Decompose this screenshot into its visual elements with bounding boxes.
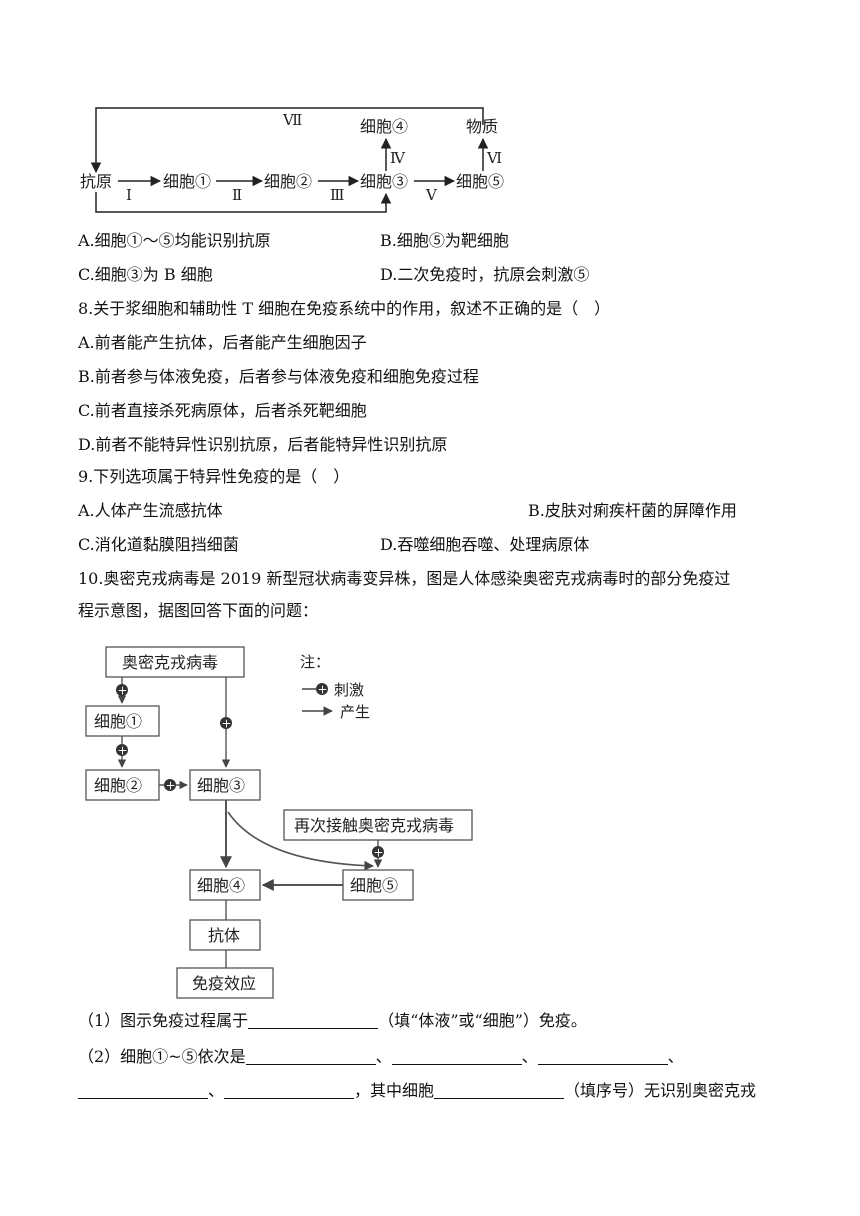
node-cell1: 细胞①: [163, 172, 211, 191]
node-cell3: 细胞③: [360, 172, 408, 191]
q10-stem-line2: 程示意图，据图回答下面的问题：: [78, 601, 319, 620]
box-effect: 免疫效应: [192, 974, 256, 993]
box-cell2: 细胞②: [94, 776, 142, 795]
answer-blank-7[interactable]: [434, 1082, 565, 1099]
q10-stem-line1: 10.奥密克戎病毒是 2019 新型冠状病毒变异株，图是人体感染奥密克戎病毒时的…: [78, 569, 731, 588]
q7-option-c: C.细胞③为 B 细胞: [78, 265, 213, 284]
label-r4: Ⅳ: [390, 149, 406, 167]
label-r1: Ⅰ: [126, 186, 132, 204]
legend-stimulate-icon: [316, 683, 328, 695]
sub2-line2: 、 ，其中细胞 （填序号）无识别奥密克戎: [78, 1081, 756, 1101]
answer-blank-3[interactable]: [391, 1048, 522, 1065]
svg-text:+: +: [374, 846, 384, 860]
svg-text:+: +: [118, 744, 128, 758]
immune-flow-diagram: 抗原 细胞① 细胞② 细胞③ 细胞⑤ 细胞④ 物质 Ⅰ Ⅱ Ⅲ Ⅳ Ⅴ Ⅵ Ⅶ: [80, 107, 504, 213]
q7-option-b: B.细胞⑤为靶细胞: [380, 231, 509, 250]
q9-option-d: D.吞噬细胞吞噬、处理病原体: [380, 535, 590, 554]
box-cell4: 细胞④: [197, 876, 245, 895]
sub2-suffix: （填序号）无识别奥密克戎: [564, 1081, 757, 1100]
sub2-sep: 、: [208, 1081, 225, 1100]
svg-text:+: +: [166, 779, 176, 793]
q9-option-a: A.人体产生流感抗体: [78, 501, 223, 520]
answer-blank-2[interactable]: [245, 1048, 376, 1065]
legend-produce: 产生: [340, 703, 370, 721]
q9-option-c: C.消化道黏膜阻挡细菌: [78, 535, 239, 554]
answer-blank-6[interactable]: [224, 1082, 355, 1099]
sub2-prefix: （2）细胞①~⑤依次是: [78, 1047, 246, 1066]
svg-text:+: +: [118, 684, 128, 698]
sub1-prefix: （1）图示免疫过程属于: [78, 1011, 249, 1030]
node-cell5: 细胞⑤: [456, 172, 504, 191]
box-virus: 奥密克戎病毒: [122, 653, 218, 672]
sub2-sep: 、: [521, 1047, 538, 1066]
label-r3: Ⅲ: [330, 186, 344, 204]
legend-stimulate: 刺激: [334, 681, 364, 699]
label-r2: Ⅱ: [232, 186, 242, 204]
svg-text:+: +: [222, 717, 232, 731]
sub1: （1）图示免疫过程属于 （填“体液”或“细胞”）免疫。: [78, 1011, 587, 1031]
q9-stem: 9.下列选项属于特异性免疫的是（ ）: [78, 467, 350, 486]
node-cell2: 细胞②: [264, 172, 312, 191]
q8-option-a: A.前者能产生抗体，后者能产生细胞因子: [78, 333, 367, 352]
box-recontact: 再次接触奥密克戎病毒: [294, 816, 454, 835]
sub2-sep: 、: [375, 1047, 392, 1066]
answer-blank-4[interactable]: [537, 1048, 668, 1065]
node-antigen: 抗原: [80, 172, 112, 191]
answer-blank-5[interactable]: [78, 1082, 208, 1099]
sub2-line1: （2）细胞①~⑤依次是 、 、 、: [78, 1047, 684, 1067]
sub2-mid: ，其中细胞: [354, 1081, 435, 1100]
label-r6: Ⅵ: [486, 149, 502, 167]
box-antibody: 抗体: [208, 926, 240, 945]
sub1-suffix: （填“体液”或“细胞”）免疫。: [378, 1011, 587, 1030]
box-cell3: 细胞③: [197, 776, 245, 795]
q8-stem: 8.关于浆细胞和辅助性 T 细胞在免疫系统中的作用，叙述不正确的是（ ）: [78, 299, 611, 318]
svg-text:+: +: [318, 683, 328, 697]
answer-blank-1[interactable]: [248, 1012, 379, 1029]
label-r7: Ⅶ: [282, 111, 302, 129]
sub2-sep: 、: [667, 1047, 684, 1066]
label-r5: Ⅴ: [425, 186, 438, 204]
legend-title: 注：: [300, 653, 330, 671]
q8-option-c: C.前者直接杀死病原体，后者杀死靶细胞: [78, 401, 367, 420]
node-substance: 物质: [466, 117, 498, 136]
q8-option-d: D.前者不能特异性识别抗原，后者能特异性识别抗原: [78, 435, 448, 454]
box-cell1: 细胞①: [94, 712, 142, 731]
q8-option-b: B.前者参与体液免疫，后者参与体液免疫和细胞免疫过程: [78, 367, 479, 386]
q7-option-a: A.细胞①～⑤均能识别抗原: [78, 231, 271, 250]
box-cell5: 细胞⑤: [350, 876, 398, 895]
q9-option-b: B.皮肤对痢疾杆菌的屏障作用: [528, 501, 737, 520]
node-cell4: 细胞④: [360, 117, 408, 136]
q7-option-d: D.二次免疫时，抗原会刺激⑤: [380, 265, 590, 284]
